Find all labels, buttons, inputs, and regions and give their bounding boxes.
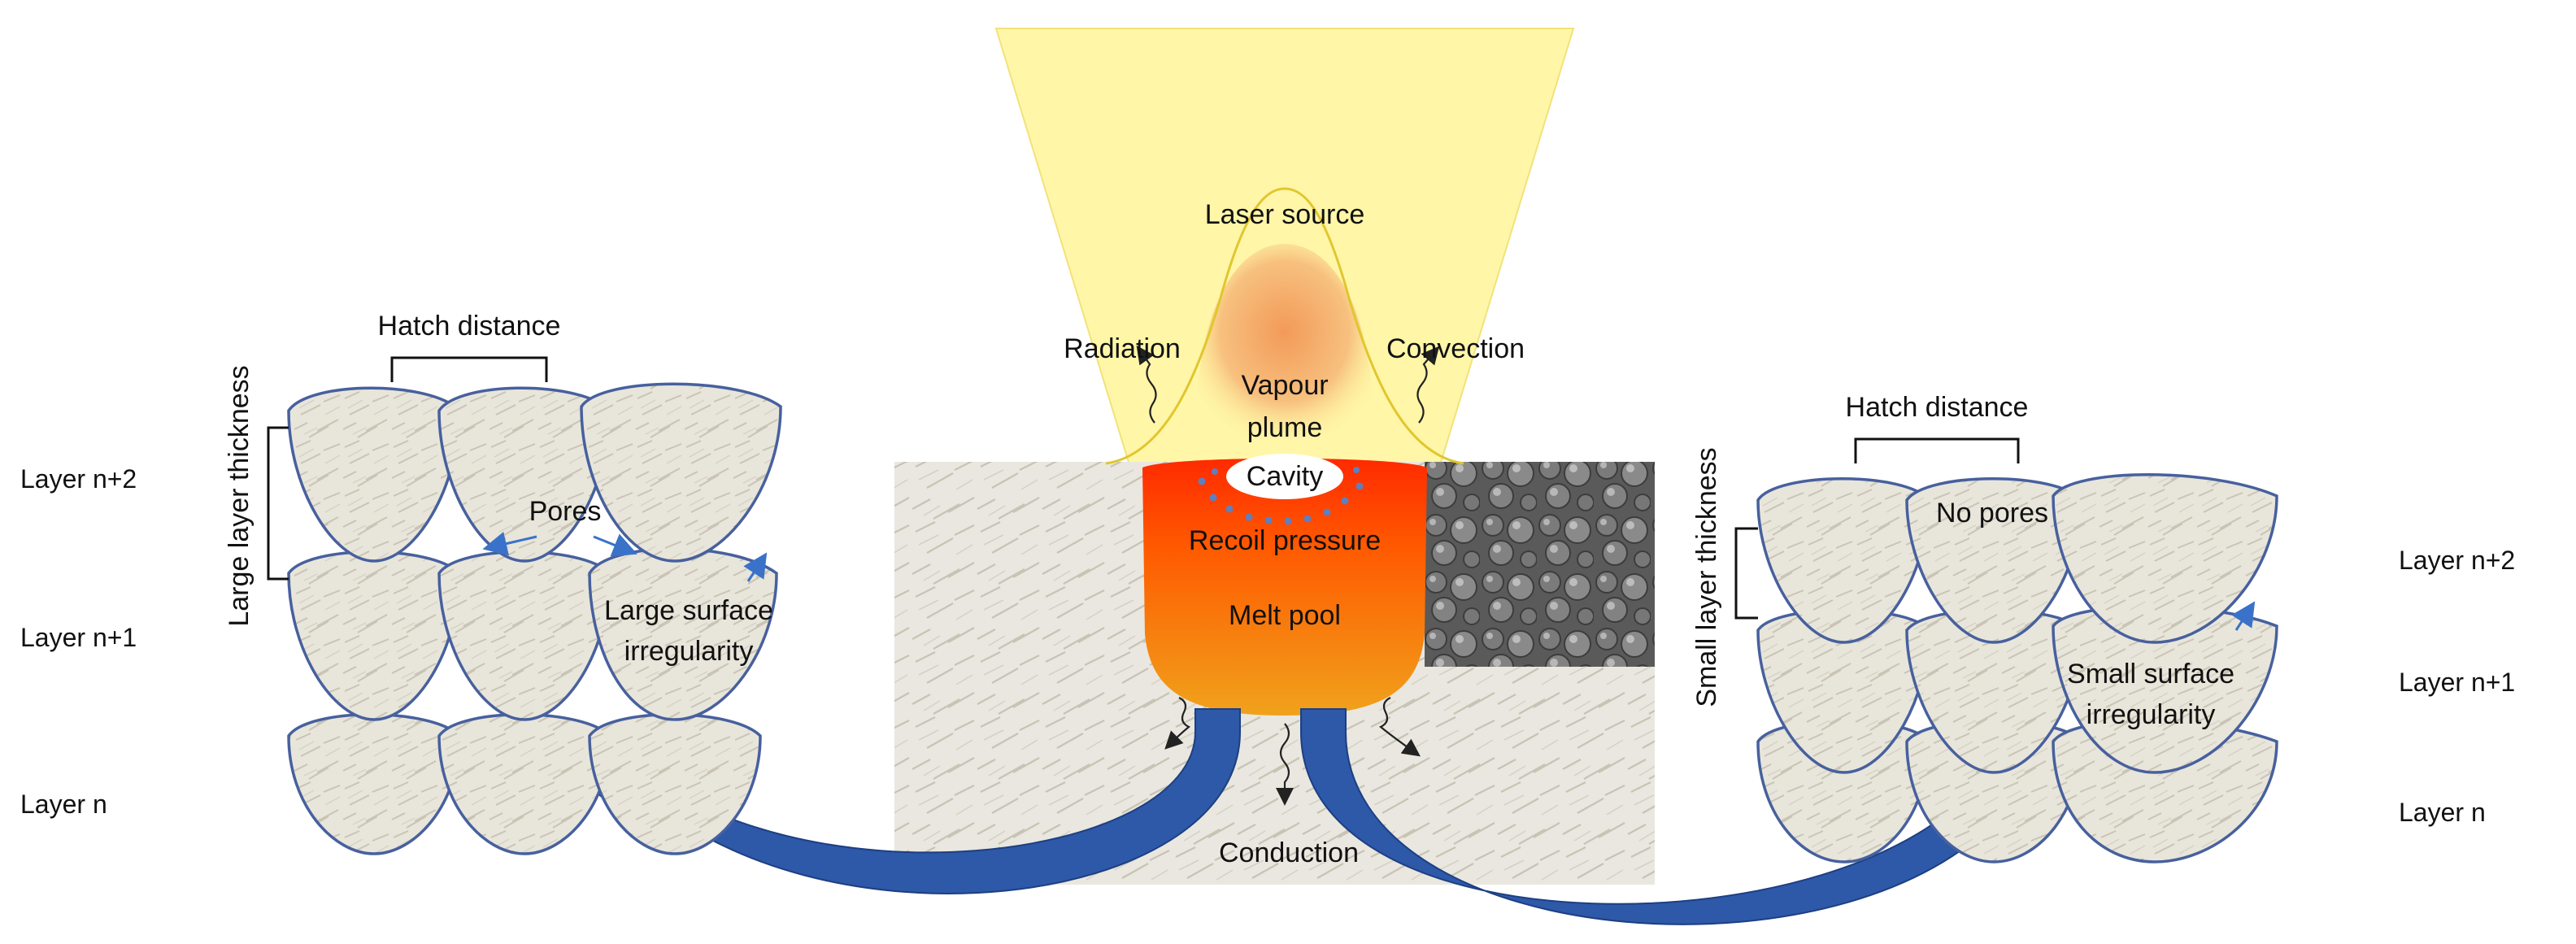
convection-label: Convection [1386, 333, 1525, 364]
vapour-label: Vapour [1241, 370, 1328, 401]
left-bead-middle-3 [588, 547, 778, 721]
left-layer-n2-label: Layer n+2 [20, 464, 137, 494]
melt-pool-label: Melt pool [1229, 600, 1341, 631]
radiation-arrow-icon [1136, 346, 1157, 424]
cavity-label: Cavity [1247, 461, 1323, 492]
right-layer-n1-label: Layer n+1 [2399, 668, 2515, 697]
melt-pool [1142, 458, 1427, 716]
pores-arrows [482, 532, 768, 582]
left-hatch-bracket [390, 356, 548, 382]
gaussian-profile-curve [1105, 187, 1464, 465]
left-layer-n1-label: Layer n+1 [20, 623, 137, 652]
right-hatch-distance-label: Hatch distance [1846, 392, 2029, 423]
left-hatch-distance-label: Hatch distance [378, 311, 561, 341]
right-irregularity-label-1: Small surface [2067, 659, 2234, 690]
left-irregularity-label-1: Large surface [604, 595, 773, 626]
recoil-dots [1198, 467, 1364, 525]
vapour-plume [1195, 244, 1374, 439]
left-thickness-bracket [267, 426, 289, 581]
conduction-arrow-left-icon [1164, 697, 1190, 750]
conduction-arrow-center-icon [1276, 723, 1294, 806]
left-bead-top-1 [287, 386, 461, 563]
left-bead-top-3 [580, 382, 782, 563]
powder-bed-image [1425, 462, 1655, 667]
left-irregularity-label-2: irregularity [624, 636, 754, 667]
laser-source-label: Laser source [1205, 199, 1365, 230]
plume-label: plume [1247, 412, 1323, 443]
conduction-arrow-right-icon [1379, 697, 1421, 757]
left-bead-stack [287, 382, 782, 855]
recoil-pressure-label: Recoil pressure [1189, 525, 1381, 556]
right-layer-n-label: Layer n [2399, 798, 2486, 827]
convection-arrow-icon [1416, 346, 1440, 424]
cavity [1226, 454, 1343, 499]
right-hatch-bracket [1854, 437, 2020, 463]
left-bead-bottom-1 [287, 713, 461, 855]
right-layer-n2-label: Layer n+2 [2399, 546, 2515, 575]
right-bead-top-1 [1756, 477, 1930, 644]
left-bead-middle-1 [287, 550, 461, 721]
right-bead-top-3 [2052, 473, 2278, 644]
left-layer-n-label: Layer n [20, 790, 107, 819]
left-layer-thickness-label: Large layer thickness [224, 365, 255, 626]
right-irregularity-label-2: irregularity [2086, 699, 2216, 730]
heat-arrows [1136, 346, 1440, 806]
conduction-label: Conduction [1219, 837, 1359, 868]
radiation-label: Radiation [1064, 333, 1181, 364]
right-bead-top-2 [1905, 477, 2083, 644]
right-irregularity-arrow [2231, 601, 2256, 631]
right-bead-stack [1756, 473, 2278, 864]
right-thickness-bracket [1734, 527, 1758, 620]
right-layer-thickness-label: Small layer thickness [1691, 447, 1722, 707]
left-bead-middle-2 [437, 550, 611, 721]
no-pores-label: No pores [1936, 498, 2048, 529]
left-bead-bottom-2 [437, 713, 611, 855]
left-bead-top-2 [437, 386, 611, 563]
pores-label: Pores [529, 496, 602, 527]
